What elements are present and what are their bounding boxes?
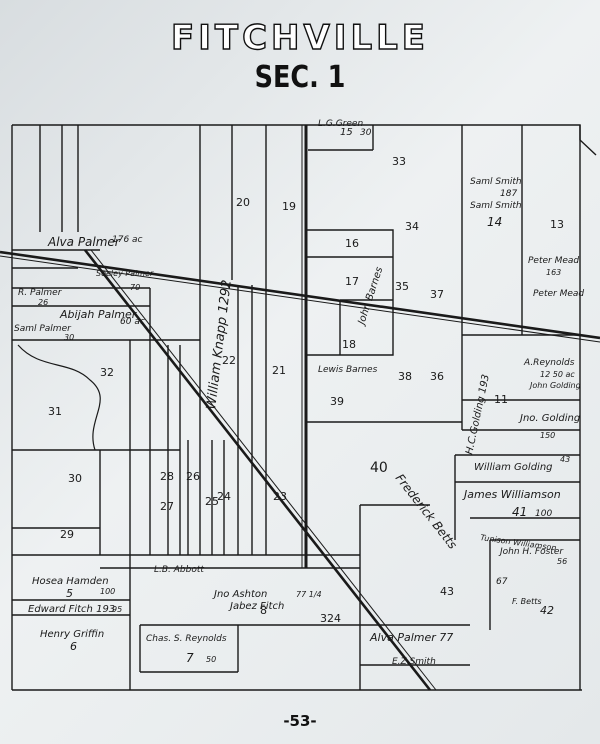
owner-a-reynolds: A.Reynolds — [523, 358, 575, 368]
svg-text:40: 40 — [370, 460, 388, 476]
svg-text:187: 187 — [500, 189, 517, 199]
svg-text:14: 14 — [487, 215, 502, 229]
svg-text:8: 8 — [260, 604, 267, 617]
svg-text:23: 23 — [273, 490, 287, 503]
owner-lewis-barnes: Lewis Barnes — [318, 365, 378, 375]
owner-saml-smith-1: Saml Smith — [470, 177, 522, 187]
svg-text:16: 16 — [345, 237, 359, 250]
owner-john-barnes: John Barnes — [356, 266, 386, 328]
roads — [0, 125, 600, 691]
svg-text:19: 19 — [282, 200, 296, 213]
svg-text:100: 100 — [100, 587, 115, 596]
owner-abijah-palmer: Abijah Palmer — [59, 308, 138, 321]
svg-text:25: 25 — [205, 495, 219, 508]
svg-text:30: 30 — [64, 333, 74, 342]
svg-text:38: 38 — [398, 370, 412, 383]
owner-hosea-hamden: Hosea Hamden — [32, 576, 109, 587]
section-title: SEC. 1 — [254, 60, 346, 95]
owner-r-palmer: R. Palmer — [18, 288, 63, 298]
svg-text:20: 20 — [236, 196, 250, 209]
owner-f-betts: F. Betts — [512, 597, 542, 606]
svg-text:13: 13 — [550, 218, 564, 231]
svg-text:33: 33 — [392, 155, 406, 168]
owner-lg-green: L.G.Green — [318, 119, 363, 129]
svg-text:56: 56 — [557, 557, 567, 566]
svg-text:31: 31 — [48, 405, 62, 418]
owner-william-golding: William Golding — [474, 462, 553, 473]
svg-text:60 ac: 60 ac — [120, 317, 145, 327]
north-boundary — [12, 124, 597, 156]
svg-text:26: 26 — [38, 298, 48, 307]
svg-text:11: 11 — [494, 393, 508, 406]
svg-text:30: 30 — [360, 128, 372, 138]
svg-text:22: 22 — [222, 354, 236, 367]
owner-jno-ashton: Jno Ashton — [212, 589, 267, 600]
owner-hc-golding: H.C.Golding 193 — [464, 374, 492, 456]
owner-jabez-fitch: Jabez Fitch — [228, 601, 284, 612]
svg-text:26: 26 — [186, 470, 200, 483]
owner-saml-palmer-w: Saml Palmer — [14, 324, 72, 334]
svg-text:17: 17 — [345, 275, 359, 288]
svg-text:28: 28 — [160, 470, 174, 483]
owner-saml-smith-2: Saml Smith — [470, 201, 522, 211]
east-west-road — [0, 250, 600, 340]
svg-text:37: 37 — [430, 288, 444, 301]
owner-lb-abbott: L.B. Abbott — [154, 565, 204, 575]
svg-text:41: 41 — [512, 505, 527, 519]
owner-alva-palmer-nw: Alva Palmer — [47, 235, 121, 249]
owner-peter-mead-1: Peter Mead — [528, 256, 579, 266]
svg-text:5: 5 — [66, 587, 73, 600]
parcel-numbers: 33 34 35 36 37 38 39 13 11 16 17 18 19 2… — [48, 155, 564, 625]
svg-text:324: 324 — [320, 612, 341, 625]
svg-text:43: 43 — [560, 455, 570, 464]
owner-alva-palmer-s: Alva Palmer 77 — [369, 631, 453, 644]
owner-seeley-palmer: Seeley Palmer — [96, 269, 154, 278]
svg-text:36: 36 — [430, 370, 444, 383]
svg-text:163: 163 — [546, 268, 561, 277]
owner-ez-smith: E.Z.Smith — [392, 657, 436, 667]
owner-john-foster: John H. Foster — [498, 547, 564, 557]
svg-text:34: 34 — [405, 220, 419, 233]
svg-text:32: 32 — [100, 366, 114, 379]
svg-text:27: 27 — [160, 500, 174, 513]
map-header: FITCHVILLE SEC. 1 — [0, 10, 600, 95]
svg-text:30: 30 — [68, 472, 82, 485]
svg-text:7: 7 — [186, 651, 194, 665]
owner-chas-reynolds: Chas. S. Reynolds — [146, 634, 227, 644]
svg-text:42: 42 — [540, 604, 554, 617]
svg-text:21: 21 — [272, 364, 286, 377]
creek — [17, 344, 101, 451]
svg-text:150: 150 — [540, 431, 555, 440]
owner-william-knapp: William Knapp 1292 — [204, 279, 235, 410]
svg-text:95: 95 — [112, 605, 122, 614]
svg-text:29: 29 — [60, 528, 74, 541]
svg-text:67: 67 — [496, 577, 508, 587]
svg-text:15: 15 — [340, 127, 353, 138]
owner-edward-fitch: Edward Fitch 193 — [28, 604, 115, 615]
owner-peter-mead-2: Peter Mead — [533, 289, 584, 299]
svg-text:18: 18 — [342, 338, 356, 351]
svg-text:6: 6 — [70, 640, 77, 653]
owner-henry-griffin: Henry Griffin — [40, 629, 104, 640]
diagonal-road — [83, 249, 432, 691]
svg-text:24: 24 — [217, 490, 231, 503]
owner-john-golding: John Golding — [528, 381, 581, 390]
svg-text:12 50 ac: 12 50 ac — [540, 370, 575, 379]
svg-text:176 ac: 176 ac — [112, 235, 143, 245]
svg-text:35: 35 — [395, 280, 409, 293]
owner-james-williamson: James Williamson — [462, 488, 561, 501]
lot-lines — [11, 124, 597, 691]
page-number: -53- — [283, 712, 317, 730]
svg-text:77 1/4: 77 1/4 — [296, 590, 322, 599]
owner-frederick-betts: Frederick Betts — [393, 471, 460, 551]
svg-text:70: 70 — [130, 283, 140, 292]
svg-text:50: 50 — [206, 655, 216, 664]
svg-text:100: 100 — [535, 509, 552, 519]
svg-text:43: 43 — [440, 585, 454, 598]
svg-text:39: 39 — [330, 395, 344, 408]
owner-jno-golding: Jno. Golding — [518, 413, 580, 424]
township-title: FITCHVILLE — [170, 17, 429, 58]
